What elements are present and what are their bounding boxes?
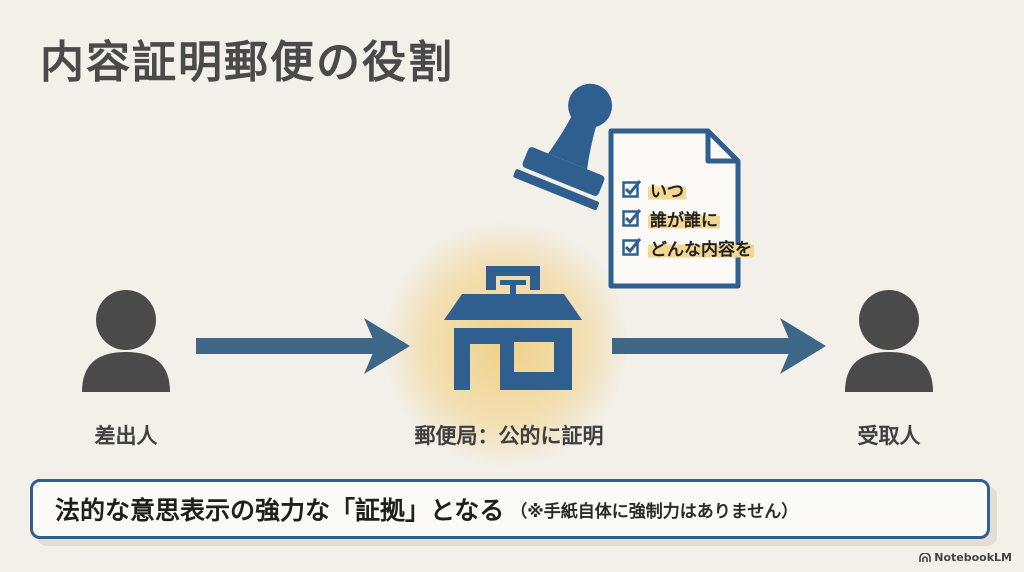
checkbox-icon: [622, 238, 642, 256]
arrow-to-receiver: [612, 318, 826, 374]
checkbox-icon: [622, 180, 642, 198]
checklist-item: 誰が誰に: [622, 205, 792, 231]
caption-main-text: 法的な意思表示の強力な「証拠」となる: [55, 496, 505, 525]
post-office-building-icon: [444, 266, 582, 390]
arrow-to-post-office: [196, 318, 410, 374]
receiver-person-icon: [845, 290, 933, 392]
post-office-label: 郵便局：公的に証明: [414, 424, 604, 448]
checkbox-icon: [622, 209, 642, 227]
page-title: 内容証明郵便の役割: [40, 37, 454, 88]
checklist-text: どんな内容を: [648, 234, 754, 260]
watermark: NotebookLM: [919, 551, 1012, 564]
checklist-item: どんな内容を: [622, 234, 792, 260]
sender-label: 差出人: [94, 424, 158, 448]
receiver-label: 受取人: [857, 424, 921, 448]
watermark-text: NotebookLM: [934, 551, 1012, 564]
caption-note-text: （※手紙自体に強制力はありません）: [510, 501, 799, 522]
checklist-text: いつ: [648, 176, 686, 202]
stamp-icon: [513, 83, 613, 211]
checklist-text: 誰が誰に: [648, 205, 720, 231]
sender-person-icon: [82, 290, 170, 392]
notebooklm-logo-icon: [919, 552, 932, 562]
caption-box: 法的な意思表示の強力な「証拠」となる （※手紙自体に強制力はありません）: [30, 479, 990, 539]
checklist-item: いつ: [622, 176, 792, 202]
